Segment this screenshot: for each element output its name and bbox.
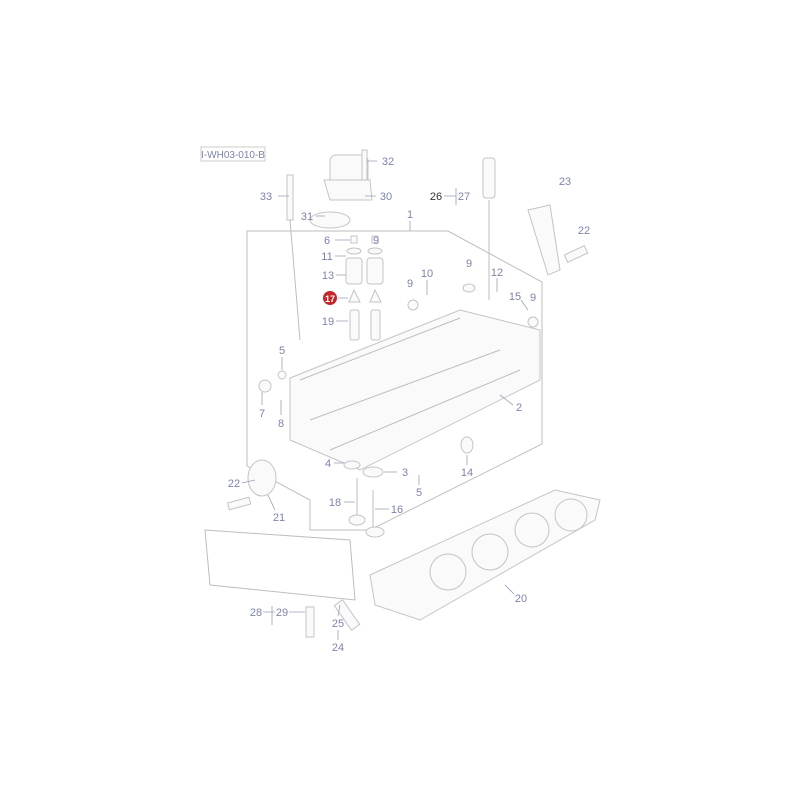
label-1[interactable]: 1 [407, 209, 413, 221]
label-28[interactable]: 28 [250, 607, 262, 619]
label-6[interactable]: 6 [324, 235, 330, 247]
cylinder-head-part [289, 309, 541, 471]
label-24[interactable]: 24 [332, 642, 344, 654]
label-29[interactable]: 29 [276, 607, 288, 619]
bracket-part [527, 204, 561, 276]
label-19[interactable]: 19 [322, 316, 334, 328]
valve-part [348, 514, 366, 526]
label-17-highlighted[interactable]: 17 [325, 294, 335, 304]
label-2[interactable]: 2 [516, 402, 522, 414]
label-21[interactable]: 21 [273, 512, 285, 524]
label-9[interactable]: 9 [530, 292, 536, 304]
leader-lines [241, 160, 529, 640]
label-22[interactable]: 22 [228, 478, 240, 490]
label-11[interactable]: 11 [321, 251, 332, 263]
reference-code: I-WH03-010-B [201, 150, 265, 161]
reference-code-box: I-WH03-010-B [200, 146, 266, 162]
label-13[interactable]: 13 [322, 270, 334, 282]
label-10[interactable]: 10 [421, 268, 433, 280]
highlight-marker[interactable] [323, 291, 337, 305]
label-22[interactable]: 22 [578, 225, 590, 237]
label-8[interactable]: 8 [278, 418, 284, 430]
label-4[interactable]: 4 [325, 458, 331, 470]
label-9[interactable]: 9 [407, 278, 413, 290]
label-32[interactable]: 32 [382, 156, 394, 168]
label-25[interactable]: 25 [332, 618, 344, 630]
label-9[interactable]: 9 [373, 235, 379, 247]
label-3[interactable]: 3 [402, 467, 408, 479]
label-16[interactable]: 16 [391, 504, 403, 516]
label-14[interactable]: 14 [461, 467, 473, 479]
label-20[interactable]: 20 [515, 593, 527, 605]
label-23[interactable]: 23 [559, 176, 571, 188]
label-31[interactable]: 31 [301, 211, 313, 223]
label-27[interactable]: 27 [458, 191, 470, 203]
label-7[interactable]: 7 [259, 408, 265, 420]
label-9[interactable]: 9 [466, 258, 472, 270]
label-15[interactable]: 15 [509, 291, 521, 303]
label-30[interactable]: 30 [380, 191, 392, 203]
label-12[interactable]: 12 [491, 267, 503, 279]
valve-springs [345, 235, 384, 341]
label-5[interactable]: 5 [279, 345, 285, 357]
label-26[interactable]: 26 [430, 191, 442, 203]
label-33[interactable]: 33 [260, 191, 272, 203]
label-5[interactable]: 5 [416, 487, 422, 499]
gasket-part [309, 211, 351, 229]
label-18[interactable]: 18 [329, 497, 341, 509]
